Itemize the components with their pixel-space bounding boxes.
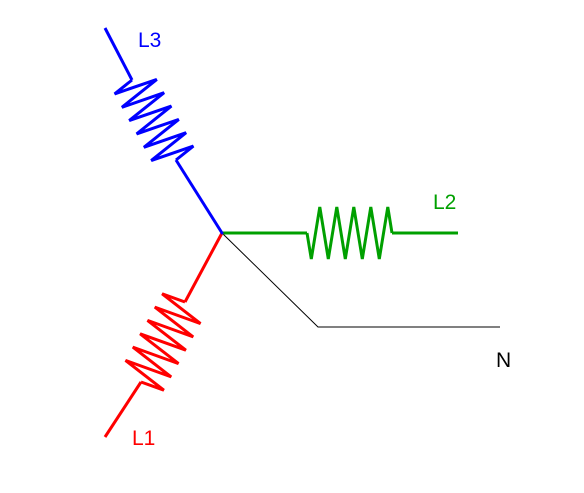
neutral-conductor: N (221, 232, 511, 372)
phase-l1-label: L1 (132, 427, 155, 450)
phase-l3-branch: L3 (103, 27, 224, 234)
phase-l2-coil (305, 206, 394, 260)
phase-l2-label: L2 (433, 191, 456, 214)
phase-l3-wire-inner (174, 159, 224, 234)
phase-l1-wire-outer (103, 381, 143, 438)
phase-l1-coil (124, 292, 202, 392)
neutral-wire (221, 232, 500, 328)
neutral-label: N (496, 349, 511, 372)
phase-l2-branch: L2 (222, 191, 458, 260)
phase-l1-wire-inner (183, 232, 224, 303)
phase-l3-coil (113, 77, 195, 163)
phase-l1-branch: L1 (103, 232, 224, 450)
phase-l3-label: L3 (138, 29, 161, 52)
phase-l3-wire-outer (103, 27, 134, 81)
star-point (220, 231, 224, 235)
